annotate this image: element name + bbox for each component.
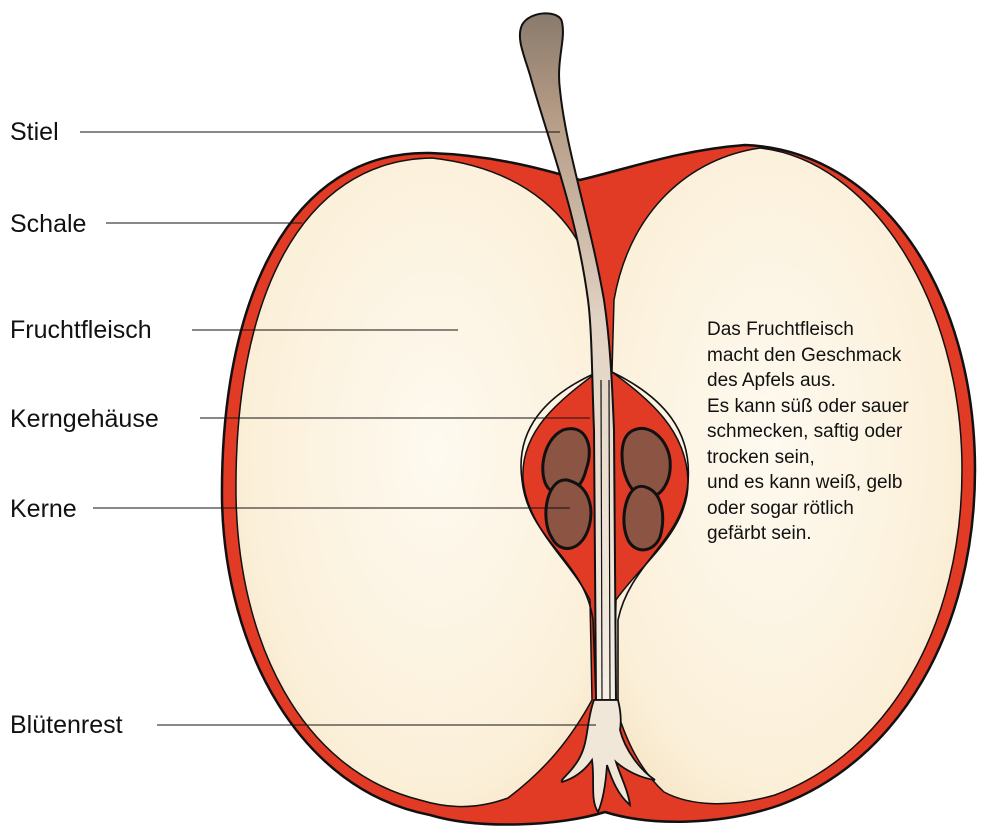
description-line: trocken sein, xyxy=(707,445,982,471)
description-line: gefärbt sein. xyxy=(707,521,982,547)
description-line: und es kann weiß, gelb xyxy=(707,470,982,496)
description-line: Das Fruchtfleisch xyxy=(707,317,982,343)
description-line: schmecken, saftig oder xyxy=(707,419,982,445)
label-kerngehaeuse: Kerngehäuse xyxy=(10,404,159,434)
seed-bottom-left xyxy=(546,480,591,549)
description-line: des Apfels aus. xyxy=(707,368,982,394)
label-bluetenrest: Blütenrest xyxy=(10,710,123,740)
label-kerne: Kerne xyxy=(10,494,77,524)
flesh-description: Das Fruchtfleisch macht den Geschmack de… xyxy=(707,317,982,547)
description-line: oder sogar rötlich xyxy=(707,496,982,522)
label-schale: Schale xyxy=(10,209,86,239)
label-fruchtfleisch: Fruchtfleisch xyxy=(10,315,152,345)
seed-bottom-right xyxy=(624,486,663,550)
label-stiel: Stiel xyxy=(10,117,59,147)
description-line: macht den Geschmack xyxy=(707,343,982,369)
description-line: Es kann süß oder sauer xyxy=(707,394,982,420)
